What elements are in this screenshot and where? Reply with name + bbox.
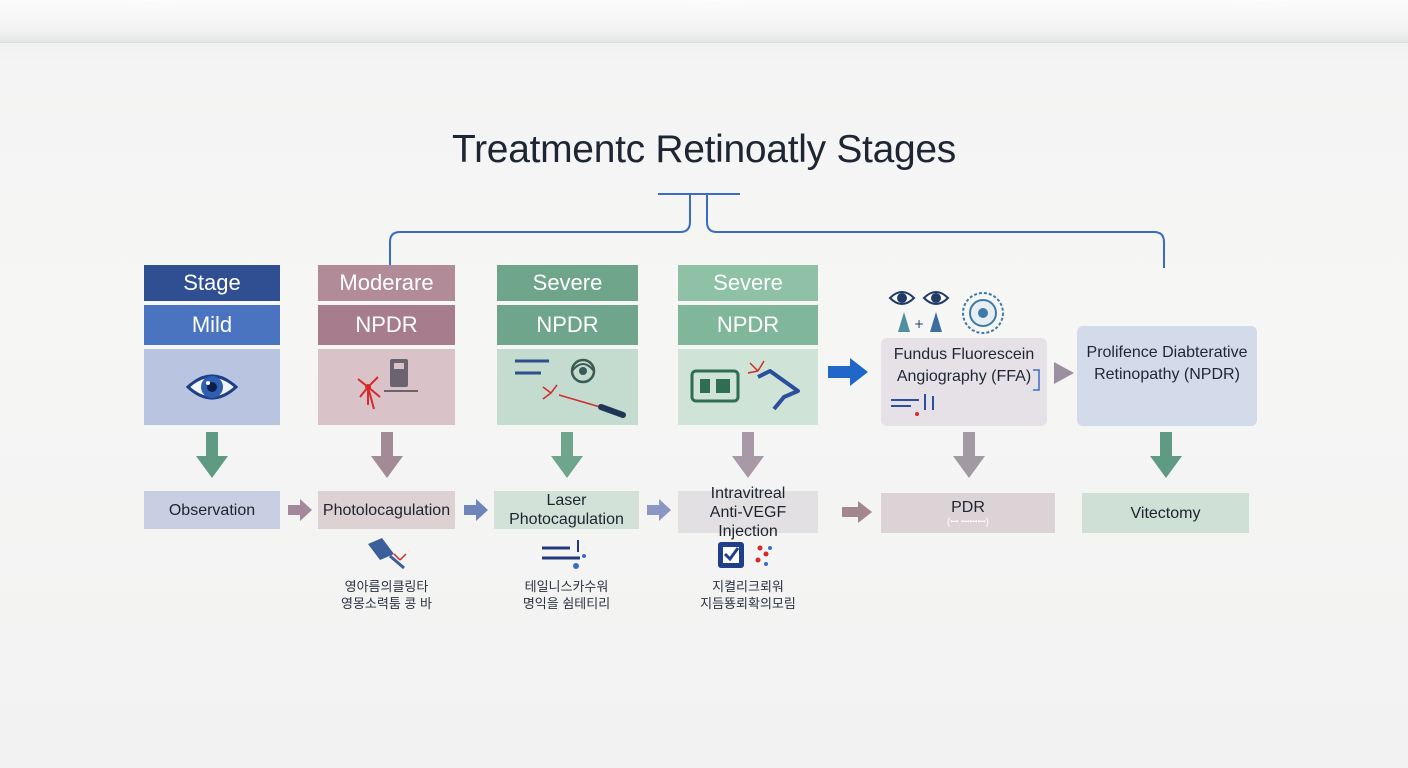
- ceiling-light: [115, 0, 185, 4]
- stage-header: Severe: [678, 265, 818, 301]
- svg-text:+: +: [914, 317, 924, 331]
- stage-panel: [144, 349, 280, 425]
- arrow-right-icon: [647, 499, 671, 521]
- ceiling-light: [1225, 0, 1295, 4]
- stage-header: Stage: [144, 265, 280, 301]
- arrow-right-icon: [828, 358, 868, 386]
- arrow-down-icon: [953, 432, 985, 478]
- checklist-icon: [718, 542, 772, 568]
- stage-panel: [318, 349, 455, 425]
- ffa-label: Fundus Fluorescein Angiography (FFA): [893, 346, 1035, 385]
- probe-tools-icon: [542, 540, 586, 569]
- stage-subheader: NPDR: [678, 305, 818, 345]
- stage-subheader: NPDR: [318, 305, 455, 345]
- instrument-icon: [891, 394, 934, 416]
- step-photocoagulation: Photolocagulation: [318, 491, 455, 529]
- arrow-down-icon: [196, 432, 228, 478]
- injection-icon: [690, 360, 800, 411]
- note-line: 지듬뚕뢰확의모림: [700, 596, 796, 611]
- stage-header: Moderare: [318, 265, 455, 301]
- note-moderate: 영아름의클링타 영몽소력툼 콩 바: [318, 578, 455, 612]
- stage-header: Severe: [497, 265, 638, 301]
- ceiling: [0, 0, 1408, 43]
- stage-subheader: Mild: [144, 305, 280, 345]
- note-line: 테일니스카수워: [524, 579, 609, 594]
- step-pdr-label: PDR: [951, 498, 985, 516]
- arrow-right-icon: [464, 499, 488, 521]
- note-line: 지켤리크뢰워: [712, 579, 784, 594]
- step-anti-vegf: Intravitreal Anti-VEGF Injection: [678, 485, 818, 540]
- retina-icon: [962, 292, 1004, 334]
- pdr-box: Prolifence Diabterative Retinopathy (NPD…: [1077, 326, 1257, 426]
- laser-device-icon: [357, 359, 418, 410]
- note-line: 영몽소력툼 콩 바: [341, 596, 432, 611]
- laser-probe-icon: [515, 358, 626, 418]
- stage-subheader: NPDR: [497, 305, 638, 345]
- connector-lines: [389, 193, 1165, 268]
- ffa-box: Fundus Fluorescein Angiography (FFA): [881, 338, 1047, 426]
- diagram-title: Treatmentc Retinoatly Stages: [452, 128, 956, 171]
- step-observation: Observation: [144, 491, 280, 529]
- arrow-down-icon: [551, 432, 583, 478]
- arrow-down-icon: [732, 432, 764, 478]
- pdr-label: Prolifence Diabterative Retinopathy (NPD…: [1086, 344, 1248, 383]
- arrow-right-icon: [288, 499, 312, 521]
- ceiling-light: [680, 0, 750, 4]
- step-pdr-sub: (ꟷ ꟷꟷꟷ): [947, 516, 989, 528]
- note-severe: 테일니스카수워 명익을 쉼테티리: [494, 578, 639, 612]
- arrow-down-icon: [1150, 432, 1182, 478]
- note-line: 영아름의클링타: [344, 579, 429, 594]
- note-line: 명익을 쉼테티리: [522, 596, 611, 611]
- arrow-down-icon: [371, 432, 403, 478]
- arrow-right-icon: [1054, 362, 1074, 384]
- arrow-right-icon: [842, 501, 872, 523]
- step-vitrectomy: Vitectomy: [1082, 493, 1249, 533]
- stage-panel: [497, 349, 638, 425]
- step-laser-photocoagulation: Laser Photocagulation: [494, 491, 639, 529]
- stage-panel: [678, 349, 818, 425]
- laser-pen-icon: [368, 538, 407, 570]
- eye-pair-icon: +: [888, 291, 950, 332]
- note-severe-vegf: 지켤리크뢰워 지듬뚕뢰확의모림: [678, 578, 818, 612]
- bracket-icon: [1033, 369, 1040, 391]
- eye-icon: [185, 374, 239, 400]
- step-pdr: PDR (ꟷ ꟷꟷꟷ): [881, 493, 1055, 533]
